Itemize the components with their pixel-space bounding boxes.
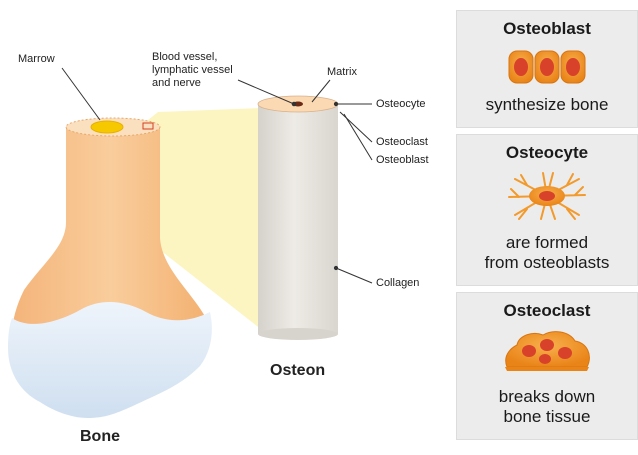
card-description: synthesize bone bbox=[457, 95, 637, 115]
osteoclast-card: Osteoclast breaks down bone tissue bbox=[456, 292, 638, 440]
card-title: Osteocyte bbox=[457, 143, 637, 163]
osteocyte-cell-icon bbox=[505, 171, 589, 221]
marrow-label: Marrow bbox=[18, 53, 55, 66]
matrix-label: Matrix bbox=[327, 66, 357, 79]
card-title: Osteoclast bbox=[457, 301, 637, 321]
osteoclast-cell-icon bbox=[499, 327, 595, 375]
osteoblast-label: Osteoblast bbox=[376, 154, 429, 167]
osteoclast-label: Osteoclast bbox=[376, 136, 428, 149]
osteocyte-label: Osteocyte bbox=[376, 98, 426, 111]
osteon-title: Osteon bbox=[270, 362, 325, 380]
marrow-core bbox=[91, 121, 123, 133]
osteoblast-cells-icon bbox=[507, 47, 587, 87]
card-description: are formed from osteoblasts bbox=[457, 233, 637, 273]
osteon-bottom bbox=[258, 328, 338, 340]
osteocyte-card: Osteocyte are formed from osteoblasts bbox=[456, 134, 638, 286]
vessels-label: Blood vessel, lymphatic vessel and nerve bbox=[152, 51, 233, 90]
collagen-label: Collagen bbox=[376, 277, 419, 290]
card-description: breaks down bone tissue bbox=[457, 387, 637, 427]
osteoblast-card: Osteoblast synthesize bone bbox=[456, 10, 638, 128]
bone-title: Bone bbox=[80, 428, 120, 446]
card-title: Osteoblast bbox=[457, 19, 637, 39]
osteon-cylinder bbox=[258, 104, 338, 334]
